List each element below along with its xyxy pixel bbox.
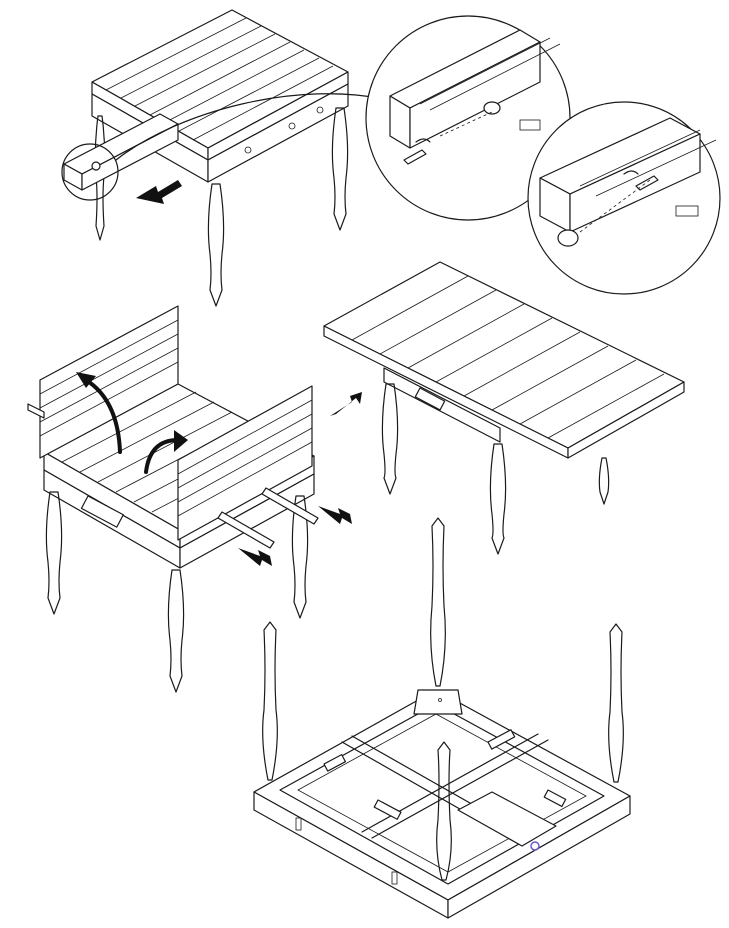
detail-circle-1 xyxy=(365,15,571,221)
upside-down-frame xyxy=(253,517,631,919)
detail-circle-2 xyxy=(527,101,721,295)
drawer-table xyxy=(61,9,389,307)
folding-leaves xyxy=(27,305,362,693)
extended-table xyxy=(323,261,685,555)
